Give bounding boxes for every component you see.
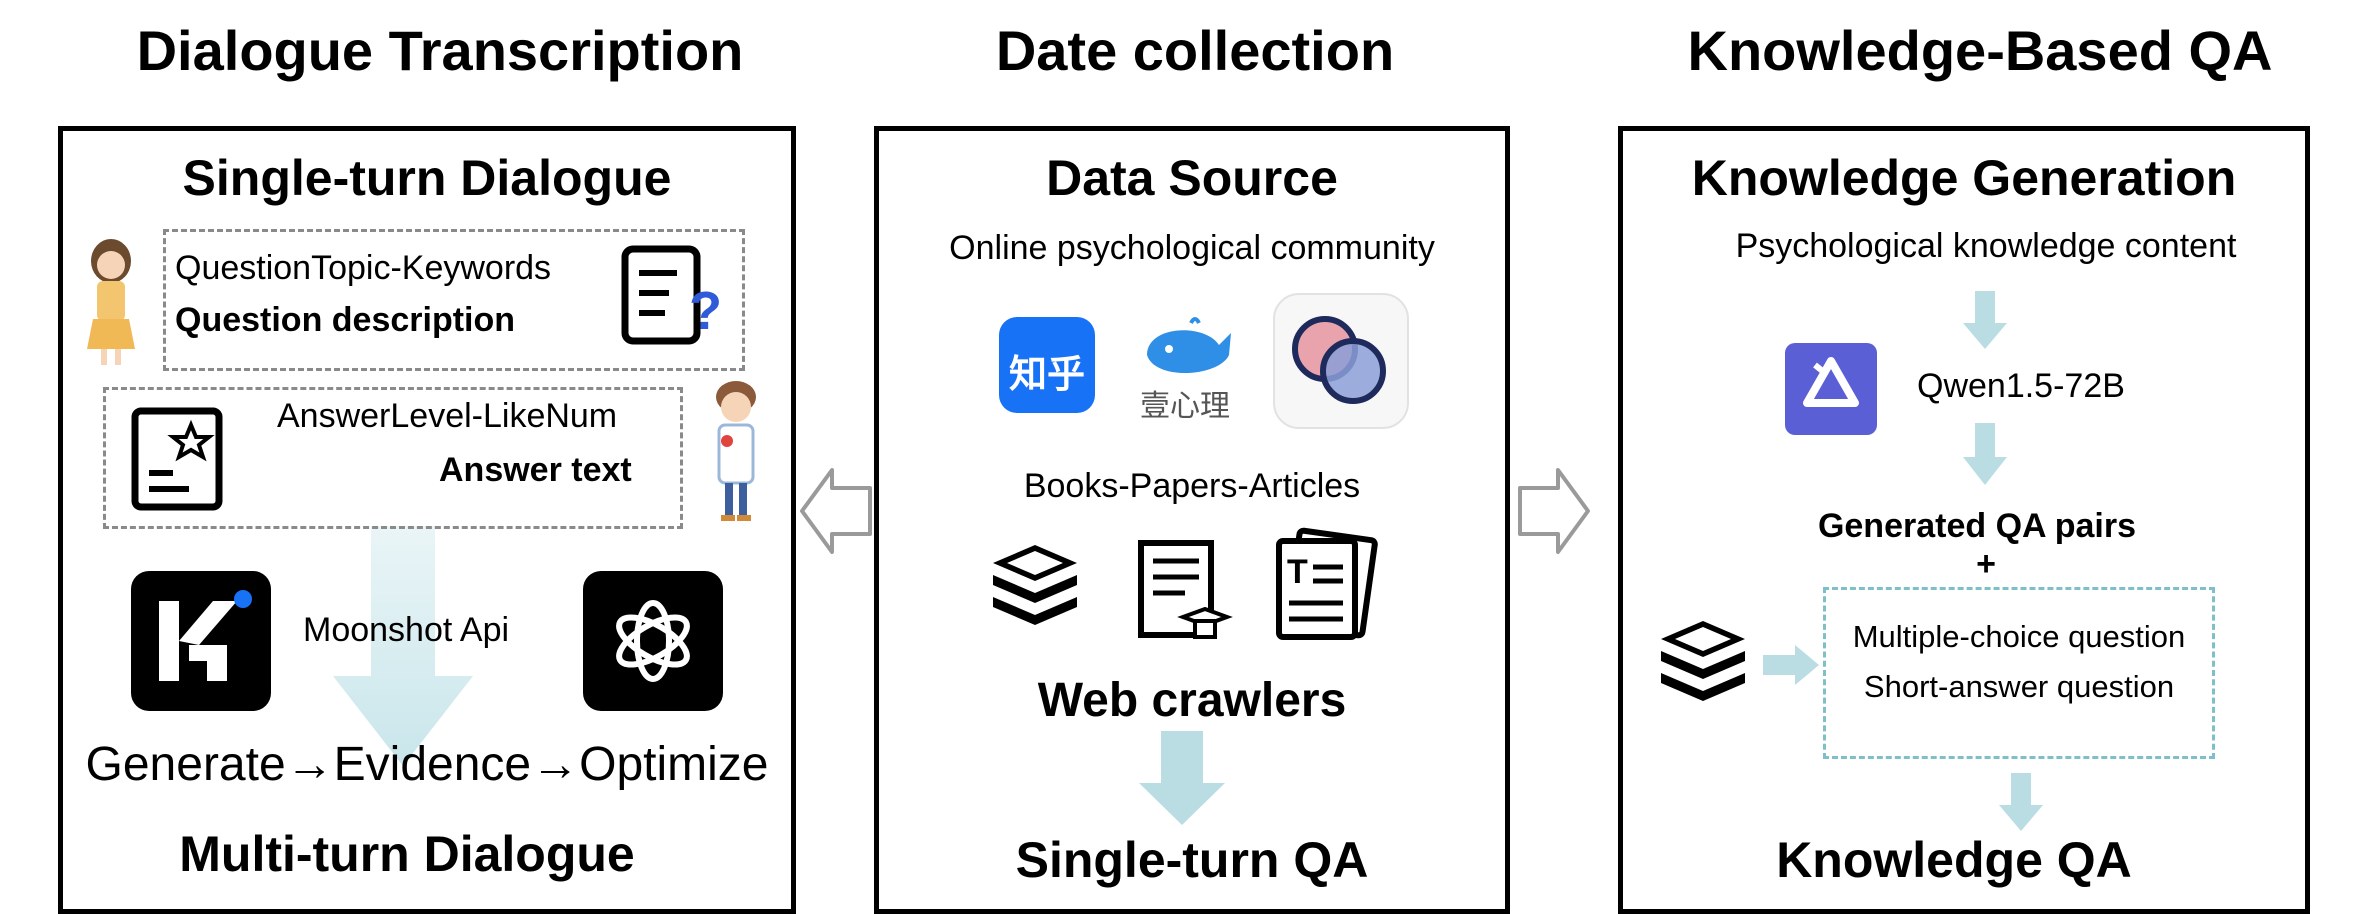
single-turn-qa-title: Single-turn QA [1015, 832, 1369, 888]
qwen-logo-icon [1785, 343, 1877, 435]
article-icon: T [1276, 527, 1378, 640]
generated-qa-pairs-label: Generated QA pairs [1817, 507, 2137, 545]
plus-sign: + [1976, 545, 1996, 583]
down-arrow-icon [1139, 731, 1225, 825]
community-logo-icon [1292, 316, 1386, 404]
pipeline-text: Generate→Evidence→Optimize [85, 738, 769, 791]
down-arrow-icon [1963, 291, 2007, 349]
svg-text:?: ? [689, 281, 722, 341]
question-description: Question description [175, 301, 516, 339]
knowledge-qa-title: Knowledge QA [1776, 832, 2132, 888]
left-column-title: Dialogue Transcription [136, 19, 744, 82]
middle-column-title: Date collection [995, 19, 1395, 82]
paper-icon [1138, 540, 1233, 639]
qa-types-box [1823, 587, 2215, 759]
moonshot-api-label: Moonshot Api [303, 611, 510, 649]
web-crawlers-label: Web crawlers [1037, 674, 1347, 727]
svg-text:T: T [1287, 553, 1308, 591]
book-stack-icon [1661, 621, 1745, 701]
hollow-arrow-right-icon [1518, 468, 1590, 554]
down-arrow-icon [333, 526, 473, 766]
hollow-arrow-left-icon [800, 468, 872, 554]
knowledge-content-label: Psychological knowledge content [1735, 227, 2237, 265]
kimi-logo-icon [131, 571, 271, 711]
question-doc-icon: ? [621, 245, 722, 345]
dialogue-transcription-panel: Single-turn Dialogue QuestionTopic-Keywo… [58, 126, 796, 914]
doctor-avatar-icon [716, 381, 756, 521]
community-label: Online psychological community [949, 229, 1435, 267]
zhihu-logo-text: 知乎 [1008, 354, 1085, 396]
book-stack-icon [993, 545, 1077, 625]
question-meta: QuestionTopic-Keywords [175, 249, 552, 287]
data-source-title: Data Source [1046, 150, 1338, 206]
down-arrow-icon [1963, 423, 2007, 485]
answer-meta: AnswerLevel-LikeNum [277, 397, 618, 435]
woman-avatar-icon [87, 239, 135, 365]
yixinli-logo-text: 壹心理 [1140, 390, 1230, 423]
short-answer-label: Short-answer question [1863, 669, 2175, 704]
answer-box [103, 387, 683, 529]
knowledge-generation-title: Knowledge Generation [1691, 150, 2237, 206]
books-papers-articles-label: Books-Papers-Articles [1023, 467, 1361, 505]
single-turn-dialogue-title: Single-turn Dialogue [182, 150, 672, 206]
knowledge-qa-panel: Knowledge Generation Psychological knowl… [1618, 126, 2310, 914]
multi-turn-dialogue-title: Multi-turn Dialogue [179, 826, 635, 882]
question-box [163, 229, 745, 371]
qwen-model-label: Qwen1.5-72B [1917, 367, 2125, 405]
data-collection-panel: Data Source Online psychological communi… [874, 126, 1510, 914]
answer-doc-icon [131, 407, 223, 511]
right-arrow-icon [1763, 645, 1819, 685]
answer-text: Answer text [439, 451, 632, 489]
openai-logo-icon [583, 571, 723, 711]
right-column-title: Knowledge-Based QA [1687, 19, 2273, 82]
zhihu-logo-icon [999, 317, 1095, 413]
multiple-choice-label: Multiple-choice question [1852, 619, 2186, 654]
yixinli-logo-icon [1147, 317, 1231, 374]
down-arrow-icon [1999, 773, 2043, 831]
